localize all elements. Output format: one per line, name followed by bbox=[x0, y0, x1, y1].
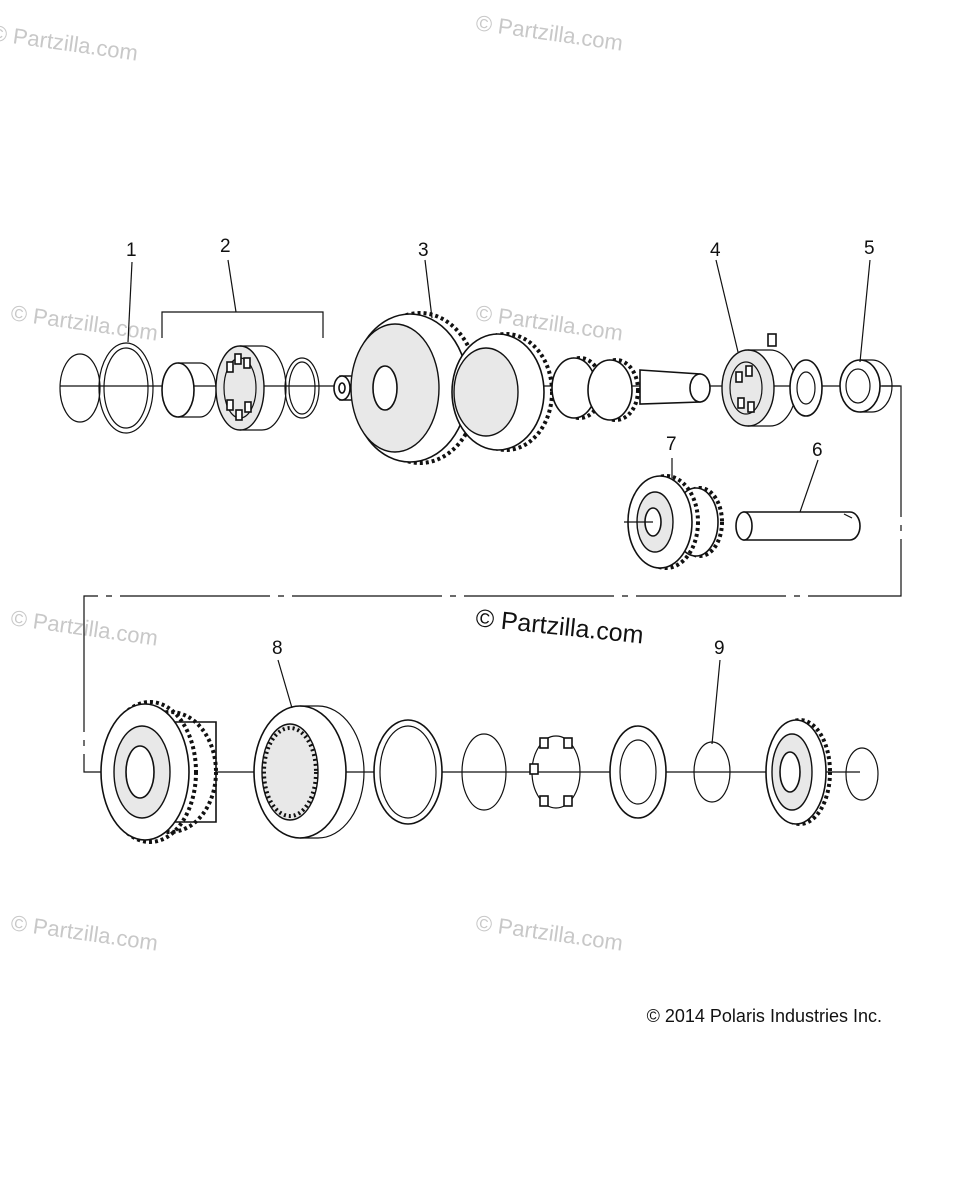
part-1-rings bbox=[59, 342, 154, 434]
part-8-shift-collar bbox=[253, 705, 365, 839]
callout-5: 5 bbox=[864, 238, 875, 259]
cone-ring bbox=[609, 725, 667, 819]
assembly-connector-line bbox=[83, 385, 902, 773]
part-7-idler-gear bbox=[624, 474, 724, 570]
copyright-text: © 2014 Polaris Industries Inc. bbox=[647, 1006, 882, 1026]
watermark: © Partzilla.com bbox=[474, 10, 624, 55]
watermark: © Partzilla.com bbox=[474, 910, 624, 955]
spring-clip bbox=[529, 735, 581, 809]
callout-3: 3 bbox=[418, 240, 429, 261]
callout-9: 9 bbox=[714, 638, 725, 659]
callout-4: 4 bbox=[710, 240, 721, 261]
blocker-ring bbox=[373, 719, 443, 825]
part-3-gear-shaft bbox=[333, 311, 711, 465]
callout-6: 6 bbox=[812, 440, 823, 461]
end-snap-ring bbox=[845, 747, 879, 801]
lower-drive-gear bbox=[100, 700, 218, 844]
callout-2: 2 bbox=[220, 236, 231, 257]
snap-ring bbox=[461, 733, 507, 811]
callout-8: 8 bbox=[272, 638, 283, 659]
center-watermark: © Partzilla.com bbox=[474, 604, 644, 649]
part-2-bearing-set bbox=[161, 259, 324, 431]
part-4-bearing bbox=[721, 333, 823, 427]
watermark: © Partzilla.com bbox=[9, 910, 159, 955]
watermark: © Partzilla.com bbox=[9, 300, 159, 345]
part-6-shaft bbox=[735, 511, 861, 541]
watermark: © Partzilla.com bbox=[0, 20, 140, 65]
callout-1: 1 bbox=[126, 240, 137, 261]
callout-7: 7 bbox=[666, 434, 677, 455]
callout-leaders bbox=[127, 259, 871, 745]
splined-gear bbox=[765, 718, 832, 826]
